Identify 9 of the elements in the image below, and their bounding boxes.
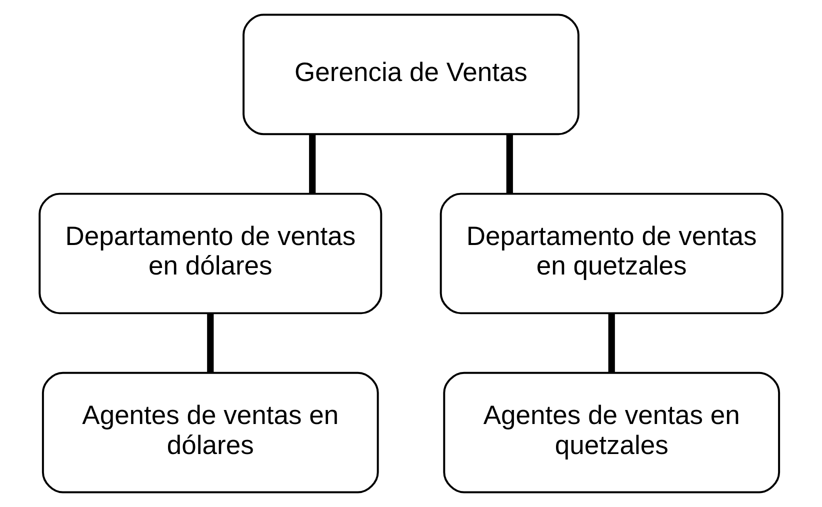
connector [207,314,214,372]
connector [309,134,316,194]
node-box: Departamento de ventas en dólares [38,192,382,314]
node-box: Agentes de ventas en quetzales [443,372,780,494]
node-box: Gerencia de Ventas [242,14,580,136]
node-box: Departamento de ventas en quetzales [440,192,784,314]
connector [506,134,513,194]
connector [608,314,615,372]
node-box: Agentes de ventas en dólares [42,372,379,494]
